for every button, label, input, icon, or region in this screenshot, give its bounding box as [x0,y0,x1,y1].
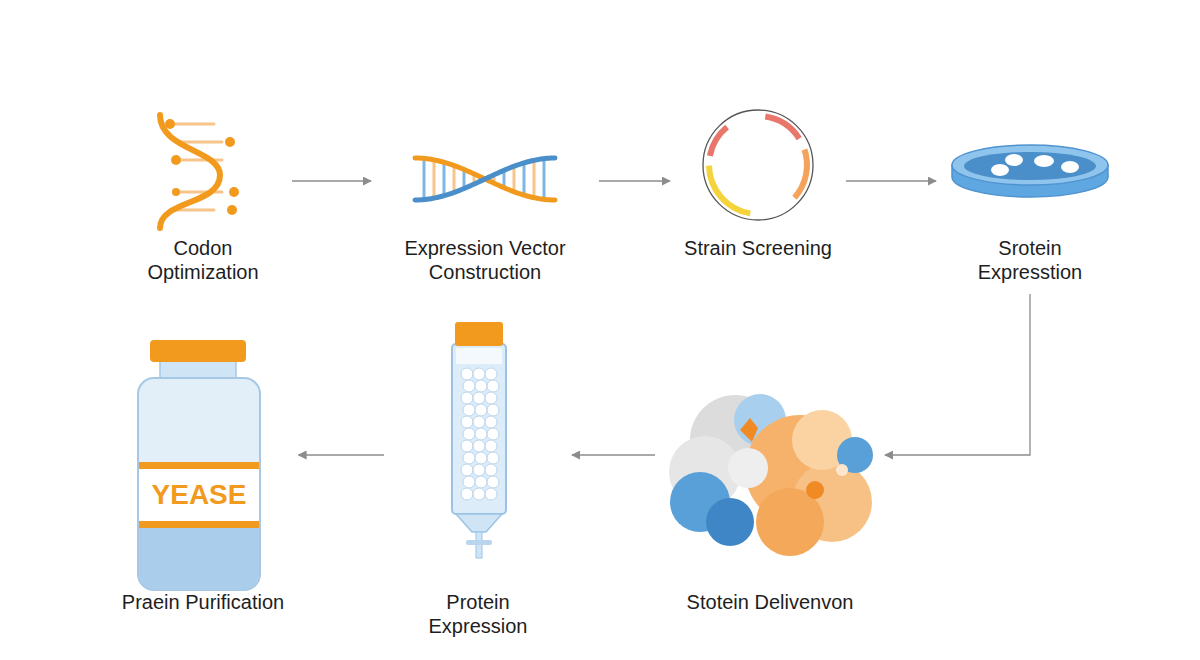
step-label: Srotein Expresstion [950,236,1110,284]
step-label: Strain Screening [684,236,832,260]
plasmid-icon [703,110,813,220]
petri-dish-icon [952,145,1108,197]
process-step: Expression Vector Construction [381,150,589,284]
protein-structure-icon [669,394,873,556]
process-step: Strain Screening [680,108,836,260]
process-step: Protein Expression [394,320,562,638]
flow-arrow [299,454,385,455]
flow-arrow [599,180,670,181]
process-step: Stotein Delivenvon [665,390,875,614]
dna-helix-icon [415,158,555,200]
codon-icon [160,115,239,228]
flow-arrow [846,180,936,181]
flow-arrow [885,294,1030,455]
step-label: Stotein Delivenvon [687,590,854,614]
step-label: Protein Expression [398,590,558,638]
process-step: Srotein Expresstion [946,143,1114,284]
process-step: Codon Optimization [124,112,282,284]
step-label: Codon Optimization [128,236,278,284]
process-step: Praein Purification [118,338,289,614]
step-label: Expression Vector Construction [385,236,585,284]
flow-arrow [572,454,655,455]
reagent-bottle-icon [138,340,260,590]
flow-arrow [292,180,371,181]
brand-label: YEASE [152,479,247,511]
step-label: Praein Purification [122,590,284,614]
column-icon [452,322,506,558]
